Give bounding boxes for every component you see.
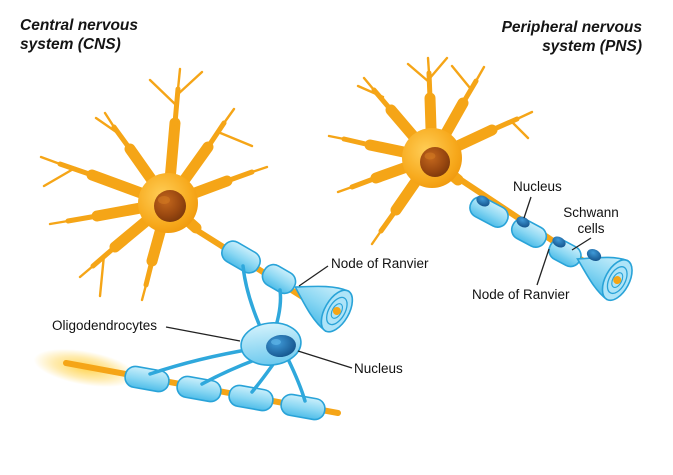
pns-nucleus-highlight [424,152,436,160]
annotation-lines [165,196,592,369]
cns-neuron [39,67,354,333]
axon-cross-section [332,307,341,315]
oligodendrocyte-nucleus-highlight [271,339,281,345]
pointer-oligodendrocytes [165,326,241,342]
label-nucleus-pns: Nucleus [513,179,562,194]
cns-title-line2: system (CNS) [20,36,121,54]
label-node-of-ranvier-pns: Node of Ranvier [472,287,570,302]
label-node-of-ranvier-cns: Node of Ranvier [331,256,429,271]
cns-title-line1: Central nervous [20,17,139,34]
myelin-segment [510,218,548,248]
myelin-segment [228,384,274,412]
cns-title: Central nervous system (CNS) [20,16,138,55]
schwann-nucleus [516,216,530,228]
pns-schwann-sheath [469,195,633,302]
schwann-nucleus [476,195,490,207]
pns-title-line1: Peripheral nervous [501,19,642,36]
myelin-cone [293,285,354,333]
pointer-nucleus-cns [297,350,353,369]
cns-wrapped-axon [33,348,341,421]
cns-axon-myelin [221,240,354,333]
pointer-node-of-ranvier-pns [536,248,550,286]
myelin-segment [221,240,261,274]
cns-nucleus-highlight [158,196,170,204]
cns-nucleus [154,190,186,222]
label-nucleus-cns: Nucleus [354,361,403,376]
schwann-nucleus [586,249,602,261]
cns-myelin-segments [124,365,326,421]
schwann-nucleus [552,236,566,248]
myelin-segment [261,263,297,295]
label-schwann-cells: Schwann cells [563,205,619,236]
myelin-cone [576,256,633,302]
myelin-segment [176,375,222,403]
pns-neuron [327,56,633,302]
pointer-node-of-ranvier-cns [298,265,329,287]
pns-title-line2: system (PNS) [542,38,642,56]
axon-cross-section [613,276,622,285]
oligodendrocyte [148,264,307,403]
pns-dendrites-thin [327,56,534,246]
pns-dendrites-mid [341,70,520,234]
cns-dendrites-thin [39,67,269,302]
label-oligodendrocytes: Oligodendrocytes [52,318,158,333]
pointer-schwann-cells [571,237,592,251]
pns-title: Peripheral nervous system (PNS) [502,18,642,57]
pointer-nucleus-pns [523,196,532,219]
pns-nucleus [420,147,450,177]
